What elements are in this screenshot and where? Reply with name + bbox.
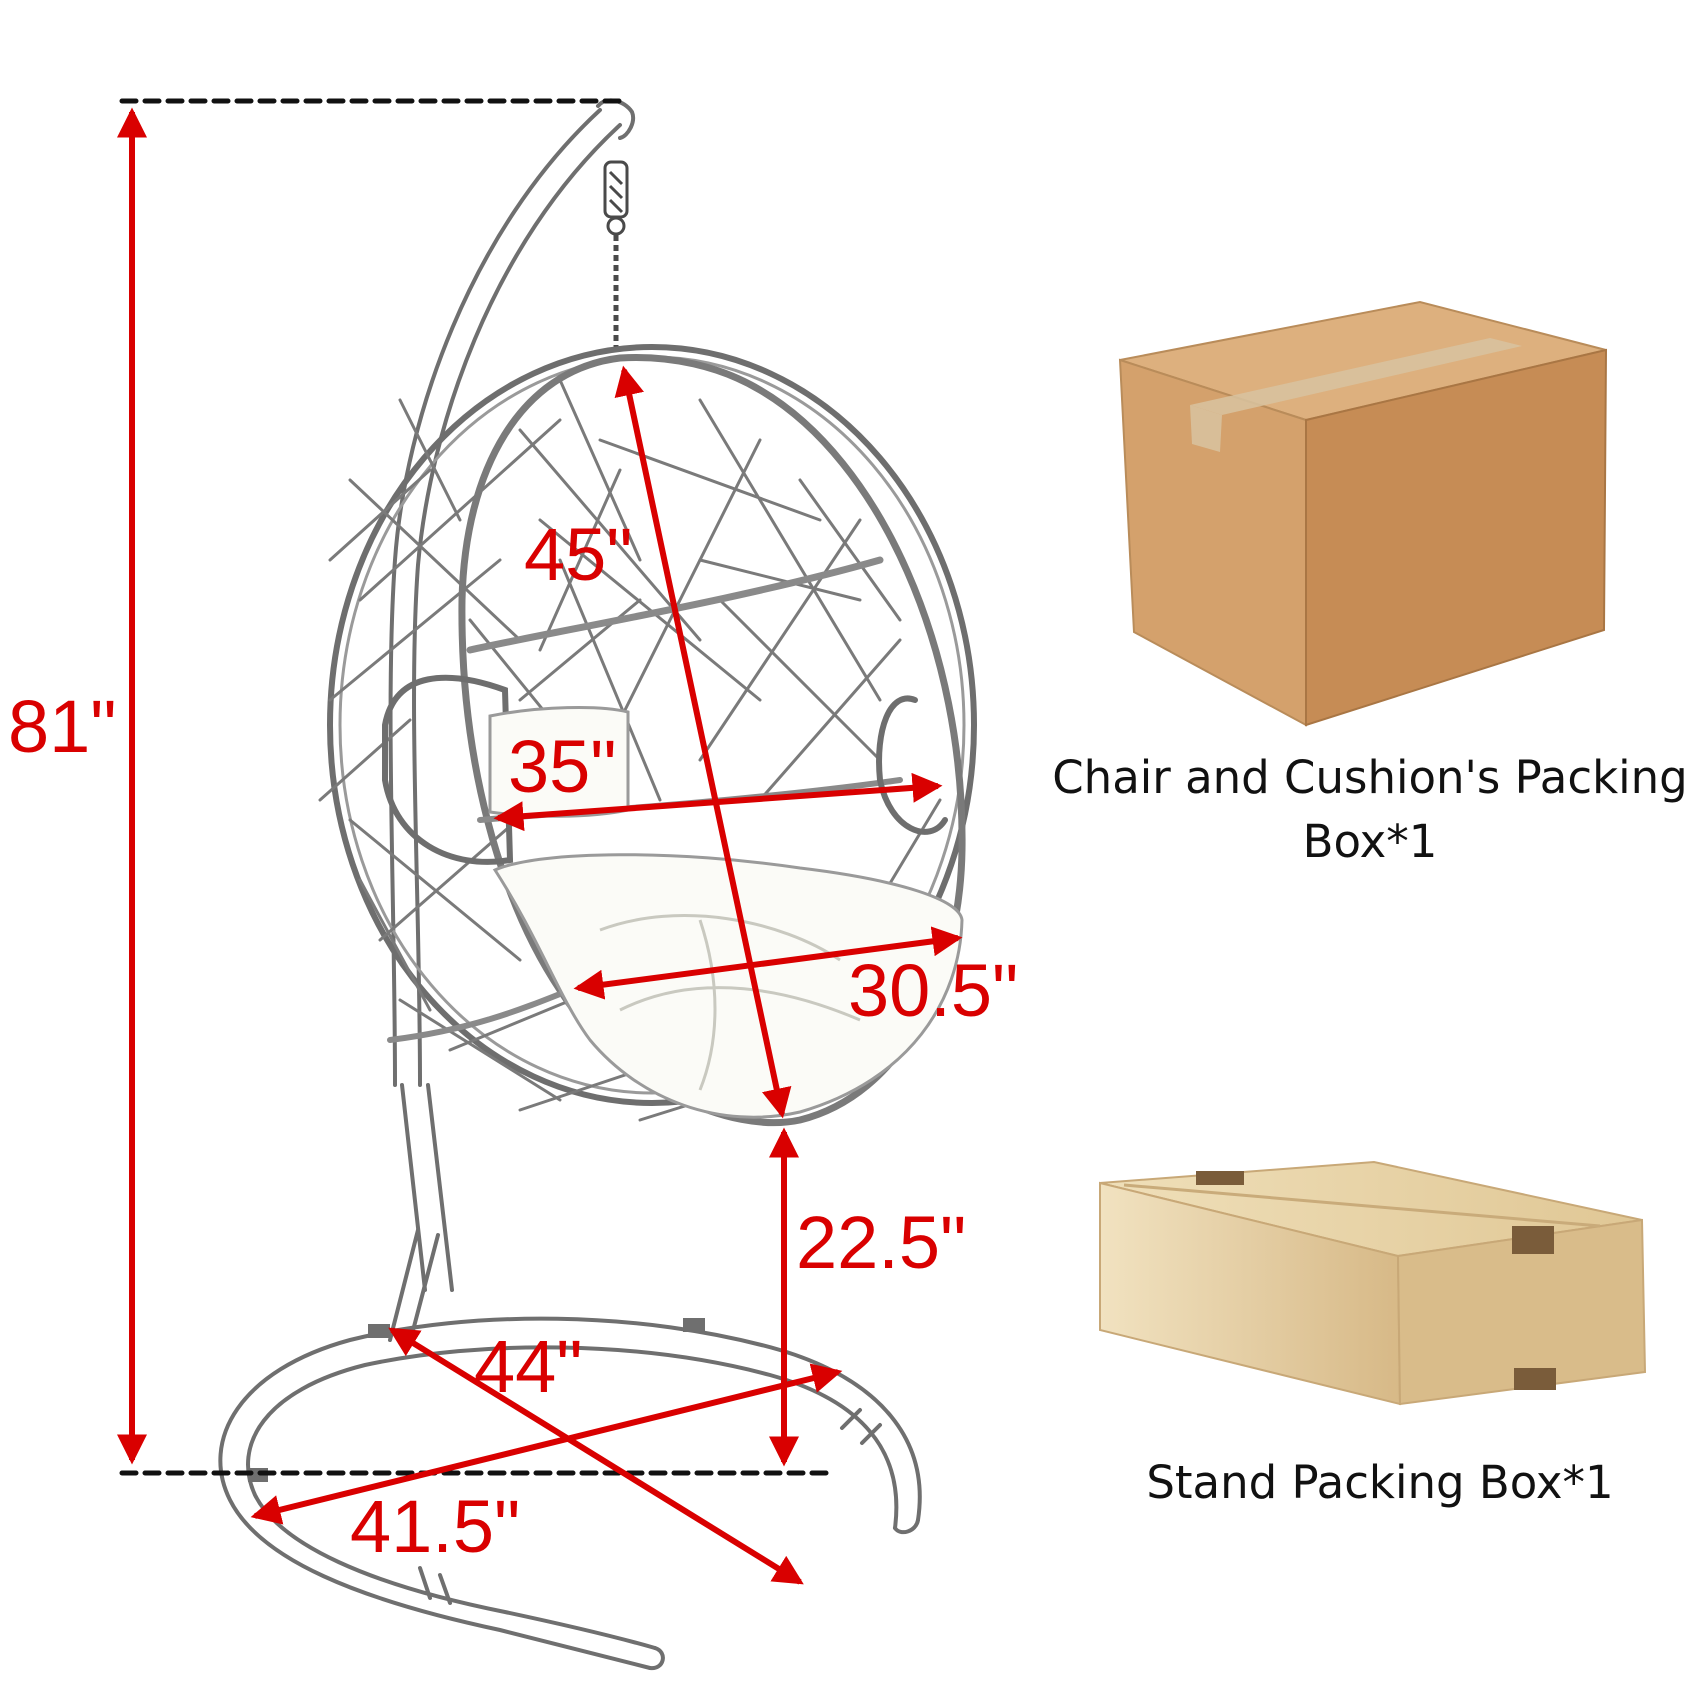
chair-box-side — [1305, 348, 1608, 727]
stand-box-tape-upper — [1512, 1226, 1554, 1254]
chair-box-caption-line2: Box*1 — [1302, 815, 1438, 868]
seat-width-arrow — [573, 926, 963, 1000]
swivel-and-chain — [603, 160, 629, 350]
stand-box-tape-top — [1196, 1171, 1244, 1185]
dimension-labels: 81" 45" 35" 30.5" 22.5" 44" 41.5" — [8, 513, 1018, 1568]
chair-box-caption: Chair and Cushion's Packing Box*1 — [1050, 746, 1690, 874]
base-width-label: 41.5" — [350, 1485, 520, 1568]
chair-box-caption-line1: Chair and Cushion's Packing — [1052, 751, 1688, 804]
stand-box-caption: Stand Packing Box*1 — [1146, 1456, 1614, 1509]
chair-box-tape-flap — [1190, 405, 1222, 452]
dimension-arrows — [117, 107, 963, 1585]
chair-box-tape — [1190, 338, 1522, 415]
chair-packing-box-illustration — [1118, 300, 1608, 727]
egg-width-arrow — [493, 772, 943, 832]
egg-width-label: 35" — [508, 725, 617, 808]
stand-box-side — [1396, 1218, 1647, 1406]
stand-packing-box-illustration — [1099, 1160, 1647, 1406]
egg-chair-basket — [318, 344, 977, 1127]
stand-box-seam — [1123, 1183, 1601, 1228]
total-height-label: 81" — [8, 685, 117, 768]
reference-lines — [119, 98, 833, 1476]
egg-height-label: 45" — [524, 513, 633, 596]
base-length-label: 44" — [474, 1325, 583, 1408]
base-width-arrow — [250, 1363, 843, 1525]
seat-clearance-label: 22.5" — [796, 1201, 966, 1284]
stand-box-tape-lower — [1514, 1368, 1556, 1390]
seat-width-label: 30.5" — [848, 949, 1018, 1032]
